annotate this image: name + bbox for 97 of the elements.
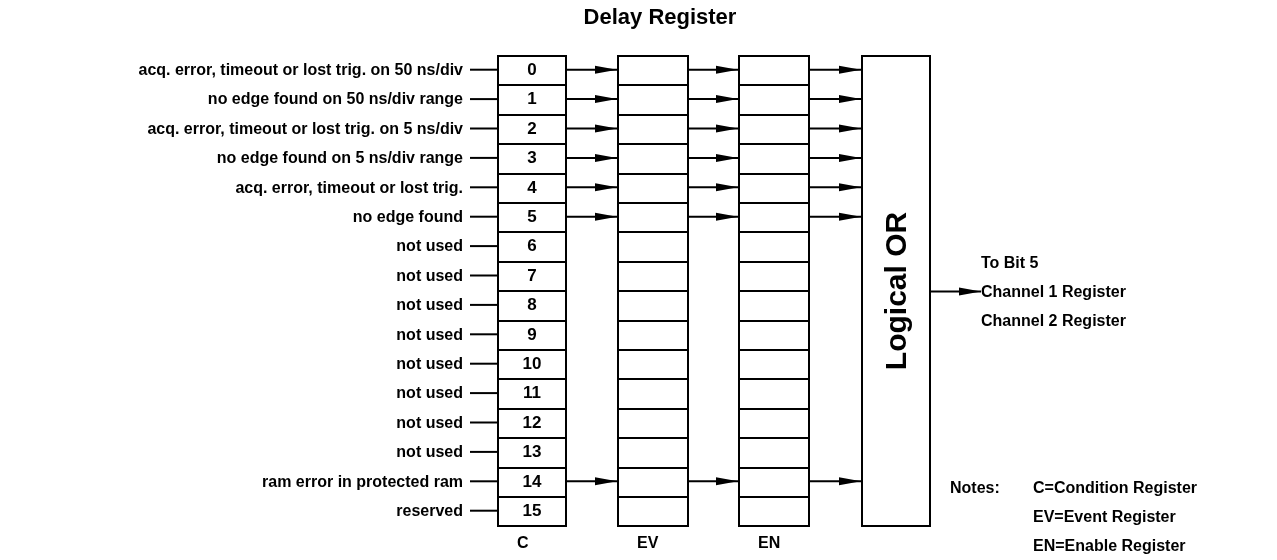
arrow <box>566 183 618 192</box>
arrow <box>809 212 862 221</box>
register-bit-cell <box>738 349 810 381</box>
note-text: C=Condition Register <box>1033 479 1197 497</box>
connector-line <box>469 362 498 365</box>
connector-line <box>469 303 498 306</box>
logic-or-block <box>861 55 931 527</box>
output-text: Channel 2 Register <box>981 311 1127 331</box>
arrow <box>809 95 862 104</box>
signal-label: not used <box>0 349 470 379</box>
column-label: EV <box>637 534 659 552</box>
arrow <box>809 153 862 162</box>
connector-line <box>469 392 498 395</box>
connector-line <box>469 98 498 101</box>
column-label: EN <box>758 534 781 552</box>
signal-label: no edge found on 50 ns/div range <box>0 84 470 114</box>
register-bit-cell <box>617 378 689 410</box>
register-bit-cell <box>617 437 689 469</box>
arrow <box>566 65 618 74</box>
column-label: C <box>517 534 529 552</box>
register-bit-cell <box>617 349 689 381</box>
arrow <box>809 477 862 486</box>
arrow <box>688 153 739 162</box>
register-bit-cell: 15 <box>497 496 567 528</box>
arrow <box>809 124 862 133</box>
arrow <box>688 183 739 192</box>
arrow <box>566 153 618 162</box>
signal-label: not used <box>0 290 470 320</box>
arrow <box>566 212 618 221</box>
connector-line <box>469 480 498 483</box>
block-label: Logical OR <box>879 211 913 371</box>
signal-label: no edge found on 5 ns/div range <box>0 143 470 173</box>
signal-label: acq. error, timeout or lost trig. <box>0 172 470 202</box>
note-text: EV=Event Register <box>1033 508 1176 526</box>
signal-label: reserved <box>0 496 470 526</box>
arrow <box>930 287 982 296</box>
signal-label: not used <box>0 378 470 408</box>
connector-line <box>469 274 498 277</box>
register-bit-cell <box>617 231 689 263</box>
arrow <box>809 183 862 192</box>
register-bit-cell: 8 <box>497 290 567 322</box>
note-text: EN=Enable Register <box>1033 537 1186 555</box>
connector-line <box>469 333 498 336</box>
register-bit-cell <box>617 202 689 234</box>
connector-line <box>469 68 498 71</box>
register-bit-cell: 6 <box>497 231 567 263</box>
connector-line <box>469 186 498 189</box>
output-text: To Bit 5 <box>981 253 1040 273</box>
register-bit-cell <box>738 84 810 116</box>
register-bit-cell <box>617 290 689 322</box>
register-bit-cell <box>738 378 810 410</box>
signal-label: acq. error, timeout or lost trig. on 50 ns/div <box>0 55 470 85</box>
register-bit-cell: 1 <box>497 84 567 116</box>
register-bit-cell: 10 <box>497 349 567 381</box>
register-bit-cell <box>738 290 810 322</box>
connector-line <box>469 156 498 159</box>
signal-label: acq. error, timeout or lost trig. on 5 ns/div <box>0 113 470 144</box>
register-bit-cell <box>738 437 810 469</box>
register-bit-cell <box>617 143 689 175</box>
output-text: Channel 1 Register <box>981 282 1127 302</box>
register-bit-cell: 0 <box>497 55 567 87</box>
arrow <box>688 477 739 486</box>
arrow <box>566 477 618 486</box>
arrow <box>688 95 739 104</box>
signal-label: not used <box>0 260 470 291</box>
signal-label: no edge found <box>0 202 470 232</box>
diagram-title: Delay Register <box>582 4 738 30</box>
connector-line <box>469 421 498 424</box>
signal-label: not used <box>0 319 470 349</box>
register-bit-cell: 5 <box>497 202 567 234</box>
signal-label: ram error in protected ram <box>0 466 470 496</box>
register-bit-cell <box>617 84 689 116</box>
signal-label: not used <box>0 231 470 261</box>
connector-line <box>469 127 498 130</box>
notes-heading: Notes: <box>950 479 1000 497</box>
register-bit-cell <box>617 55 689 87</box>
arrow <box>566 95 618 104</box>
register-bit-cell <box>738 231 810 263</box>
register-bit-cell: 11 <box>497 378 567 410</box>
connector-line <box>469 215 498 218</box>
arrow <box>809 65 862 74</box>
register-bit-cell <box>617 496 689 528</box>
connector-line <box>469 509 498 512</box>
signal-label: not used <box>0 437 470 467</box>
arrow <box>688 65 739 74</box>
arrow <box>688 124 739 133</box>
register-bit-cell: 13 <box>497 437 567 469</box>
register-bit-cell <box>738 202 810 234</box>
connector-line <box>469 450 498 453</box>
signal-label: not used <box>0 407 470 438</box>
register-bit-cell <box>738 143 810 175</box>
arrow <box>566 124 618 133</box>
register-bit-cell <box>738 55 810 87</box>
connector-line <box>469 245 498 248</box>
arrow <box>688 212 739 221</box>
register-bit-cell: 3 <box>497 143 567 175</box>
register-bit-cell <box>738 496 810 528</box>
